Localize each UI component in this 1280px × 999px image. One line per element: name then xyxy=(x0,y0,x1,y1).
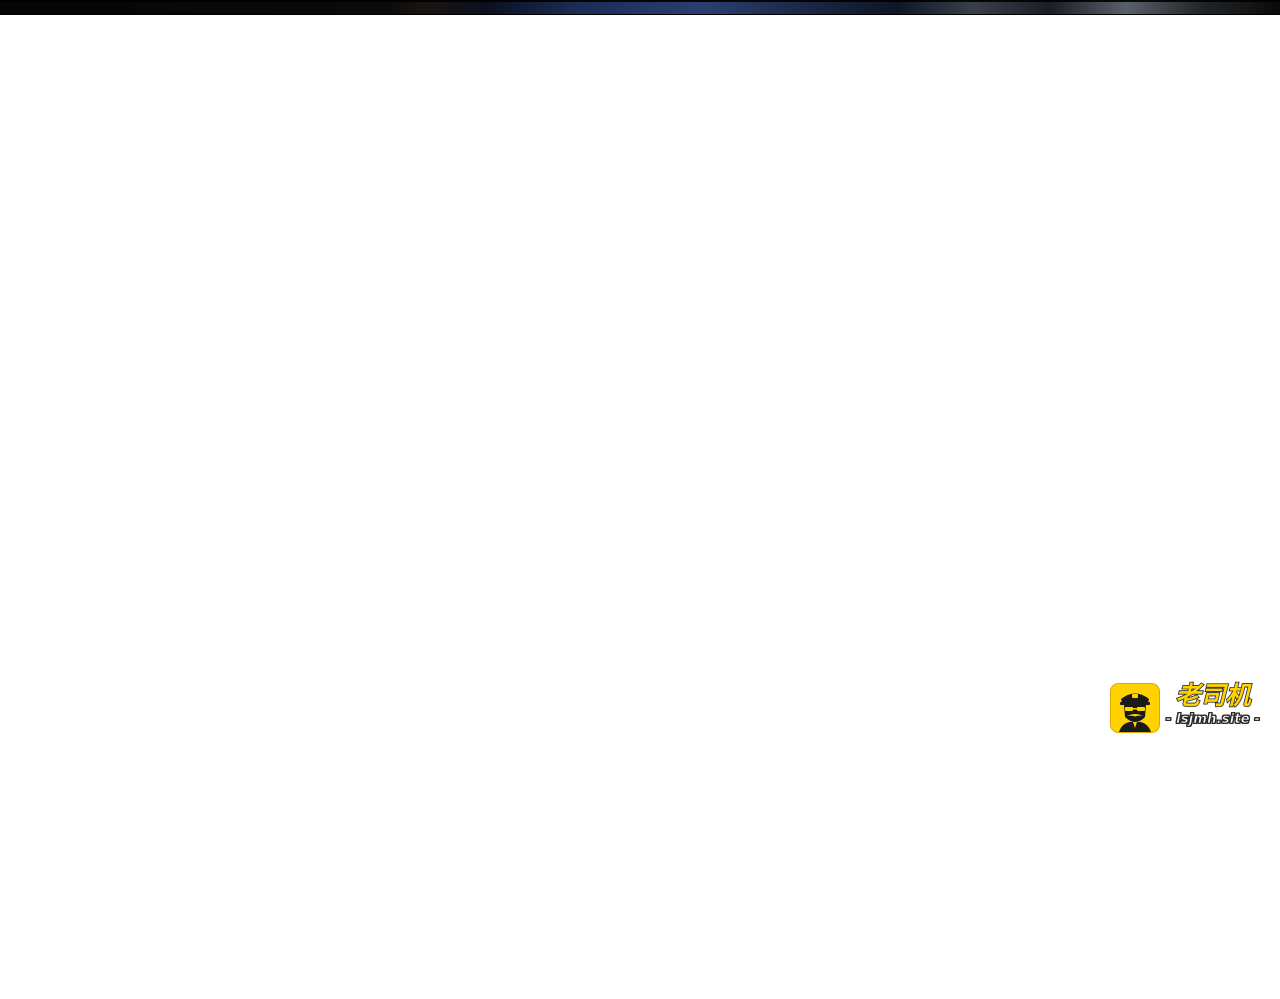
top-image-strip xyxy=(0,0,1280,15)
watermark-logo: 老司机 - lsjmh.site - xyxy=(1110,680,1262,733)
watermark-title: 老司机 xyxy=(1175,680,1254,710)
mascot-face-icon xyxy=(1110,683,1160,733)
watermark-title-text: 老司机 xyxy=(1175,681,1252,710)
watermark-site-url: - lsjmh.site - xyxy=(1165,712,1261,728)
